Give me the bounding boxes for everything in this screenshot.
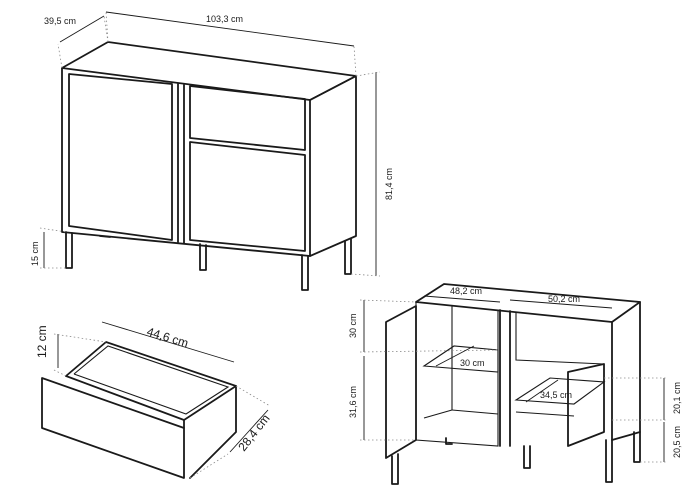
open-leg-front-left <box>391 453 399 485</box>
left-shelf <box>422 345 499 373</box>
leg-front-right <box>301 254 309 291</box>
depth-label: 39,5 cm <box>44 16 76 26</box>
open-leg-back-right <box>633 431 641 463</box>
leg-front-middle <box>199 243 207 271</box>
drawer-depth-dimension <box>229 409 269 453</box>
width-label: 103,3 cm <box>206 14 243 24</box>
cabinet-top <box>61 41 357 101</box>
right-compartment <box>515 312 605 365</box>
drawer-front-panel <box>41 377 185 479</box>
leg-back-right <box>344 238 352 275</box>
drawer-depth-label: 28,4 cm <box>235 412 272 454</box>
drawer-box-outline <box>65 341 237 479</box>
right-shelf-dimension <box>525 379 559 403</box>
left-open-door <box>385 305 417 459</box>
right-open-door <box>567 363 605 447</box>
open-cabinet: 48,2 cm 50,2 cm 30 cm 31,6 cm 30 cm 34,5… <box>348 283 682 485</box>
door-handle <box>99 235 111 238</box>
right-shelf-label: 34,5 cm <box>540 390 572 400</box>
drawer-width-dimension <box>101 321 235 363</box>
open-cabinet-side <box>611 301 641 441</box>
leg-height-label: 15 cm <box>30 241 40 266</box>
drawer-width-label: 44,6 cm <box>145 324 190 350</box>
open-leg-front-right <box>605 439 613 483</box>
height-label: 81,4 cm <box>384 168 394 200</box>
cabinet-side-face <box>309 75 357 257</box>
width-dimension-line <box>105 11 355 47</box>
left-shelf-label: 30 cm <box>460 358 485 368</box>
left-compartment <box>415 302 499 447</box>
right-width-label: 50,2 cm <box>548 294 580 304</box>
lower-height-label: 31,6 cm <box>348 386 358 418</box>
right-width-dimension <box>509 299 613 309</box>
top-drawer-front <box>189 85 306 151</box>
left-width-label: 48,2 cm <box>450 286 482 296</box>
leg-front-left <box>65 231 73 269</box>
cabinet-front-face <box>61 67 311 257</box>
right-upper-height-label: 20,1 cm <box>672 382 682 414</box>
depth-dimension-line <box>59 15 105 43</box>
left-door <box>68 73 173 241</box>
left-shelf-dimension <box>435 345 475 367</box>
drawer-diagram: 44,6 cm 12 cm 28,4 cm <box>35 321 273 479</box>
open-leg-middle <box>523 445 531 469</box>
left-width-dimension <box>423 295 501 303</box>
upper-height-label: 30 cm <box>348 313 358 338</box>
right-door <box>189 141 306 252</box>
drawer-inner-rim <box>73 345 230 415</box>
drawer-height-label: 12 cm <box>35 325 49 358</box>
right-lower-height-label: 20,5 cm <box>672 426 682 458</box>
closed-cabinet: 39,5 cm 103,3 cm 81,4 cm 15 cm <box>30 11 394 291</box>
